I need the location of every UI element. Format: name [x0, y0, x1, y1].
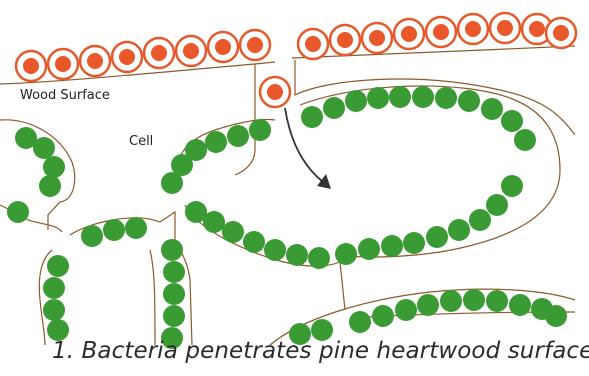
green-cell-icon — [448, 219, 470, 241]
figure-caption: 1. Bacteria penetrates pine heartwood su… — [52, 338, 589, 364]
green-cell-icon — [372, 305, 394, 327]
bacterium-icon — [298, 29, 328, 59]
bacterium-icon — [362, 23, 392, 53]
green-cell-icon — [412, 86, 434, 108]
green-cell-icon — [227, 125, 249, 147]
green-cell-icon — [545, 305, 567, 327]
green-cell-icon — [469, 209, 491, 231]
green-cell-icon — [286, 244, 308, 266]
green-cell-icon — [426, 226, 448, 248]
wood-surface-label: Wood Surface — [20, 88, 110, 103]
bacterium-icon — [144, 38, 174, 68]
bacterium-icon — [426, 17, 456, 47]
green-cell-icon — [163, 261, 185, 283]
green-cell-icon — [486, 194, 508, 216]
green-cell-icon — [501, 175, 523, 197]
bacterium-icon — [112, 42, 142, 72]
green-cell-icon — [243, 231, 265, 253]
bacterium-icon — [48, 49, 78, 79]
green-cell-icon — [463, 289, 485, 311]
green-cell-icon — [335, 243, 357, 265]
bacterium-icon — [330, 25, 360, 55]
green-cell-icon — [481, 98, 503, 120]
green-cell-icon — [440, 290, 462, 312]
green-cell-icon — [43, 299, 65, 321]
bacterium-icon — [260, 77, 290, 107]
green-cell-icon — [125, 217, 147, 239]
green-cell-icon — [161, 172, 183, 194]
surface-drop-wall — [235, 64, 255, 175]
green-cell-icon — [264, 239, 286, 261]
green-cell-icon — [358, 238, 380, 260]
green-cell-icon — [509, 294, 531, 316]
green-cell-icon — [7, 201, 29, 223]
green-cell-icon — [43, 277, 65, 299]
bacterium-icon — [458, 14, 488, 44]
green-cell-icon — [43, 156, 65, 178]
cell-wall-bottom-mid — [150, 250, 155, 345]
cell-label: Cell — [129, 134, 153, 149]
green-cell-icon — [501, 110, 523, 132]
green-cell-icon — [81, 225, 103, 247]
bacterium-icon — [240, 30, 270, 60]
green-cell-icon — [417, 294, 439, 316]
green-cell-icon — [163, 283, 185, 305]
green-cell-icon — [47, 255, 69, 277]
green-cells-layer — [7, 86, 567, 349]
green-cell-icon — [301, 106, 323, 128]
bacterium-icon — [208, 32, 238, 62]
green-cell-icon — [222, 221, 244, 243]
green-cell-icon — [161, 239, 183, 261]
green-cell-icon — [163, 305, 185, 327]
green-cell-icon — [395, 299, 417, 321]
green-cell-icon — [367, 87, 389, 109]
bacterium-icon — [546, 18, 576, 48]
green-cell-icon — [435, 87, 457, 109]
green-cell-icon — [39, 175, 61, 197]
green-cell-icon — [103, 219, 125, 241]
green-cell-icon — [458, 90, 480, 112]
green-cell-icon — [514, 129, 536, 151]
arrow-head — [317, 174, 331, 189]
green-cell-icon — [249, 119, 271, 141]
green-cell-icon — [203, 211, 225, 233]
bacterium-icon — [490, 13, 520, 43]
green-cell-icon — [323, 97, 345, 119]
green-cell-icon — [349, 311, 371, 333]
green-cell-icon — [486, 290, 508, 312]
green-cell-icon — [381, 235, 403, 257]
green-cell-icon — [308, 247, 330, 269]
green-cell-icon — [33, 137, 55, 159]
green-cell-icon — [403, 232, 425, 254]
bacterium-icon — [16, 51, 46, 81]
bacterium-icon — [394, 19, 424, 49]
green-cell-icon — [205, 131, 227, 153]
green-cell-icon — [389, 86, 411, 108]
bacterium-icon — [176, 36, 206, 66]
green-cell-icon — [345, 90, 367, 112]
bacterium-icon — [80, 46, 110, 76]
